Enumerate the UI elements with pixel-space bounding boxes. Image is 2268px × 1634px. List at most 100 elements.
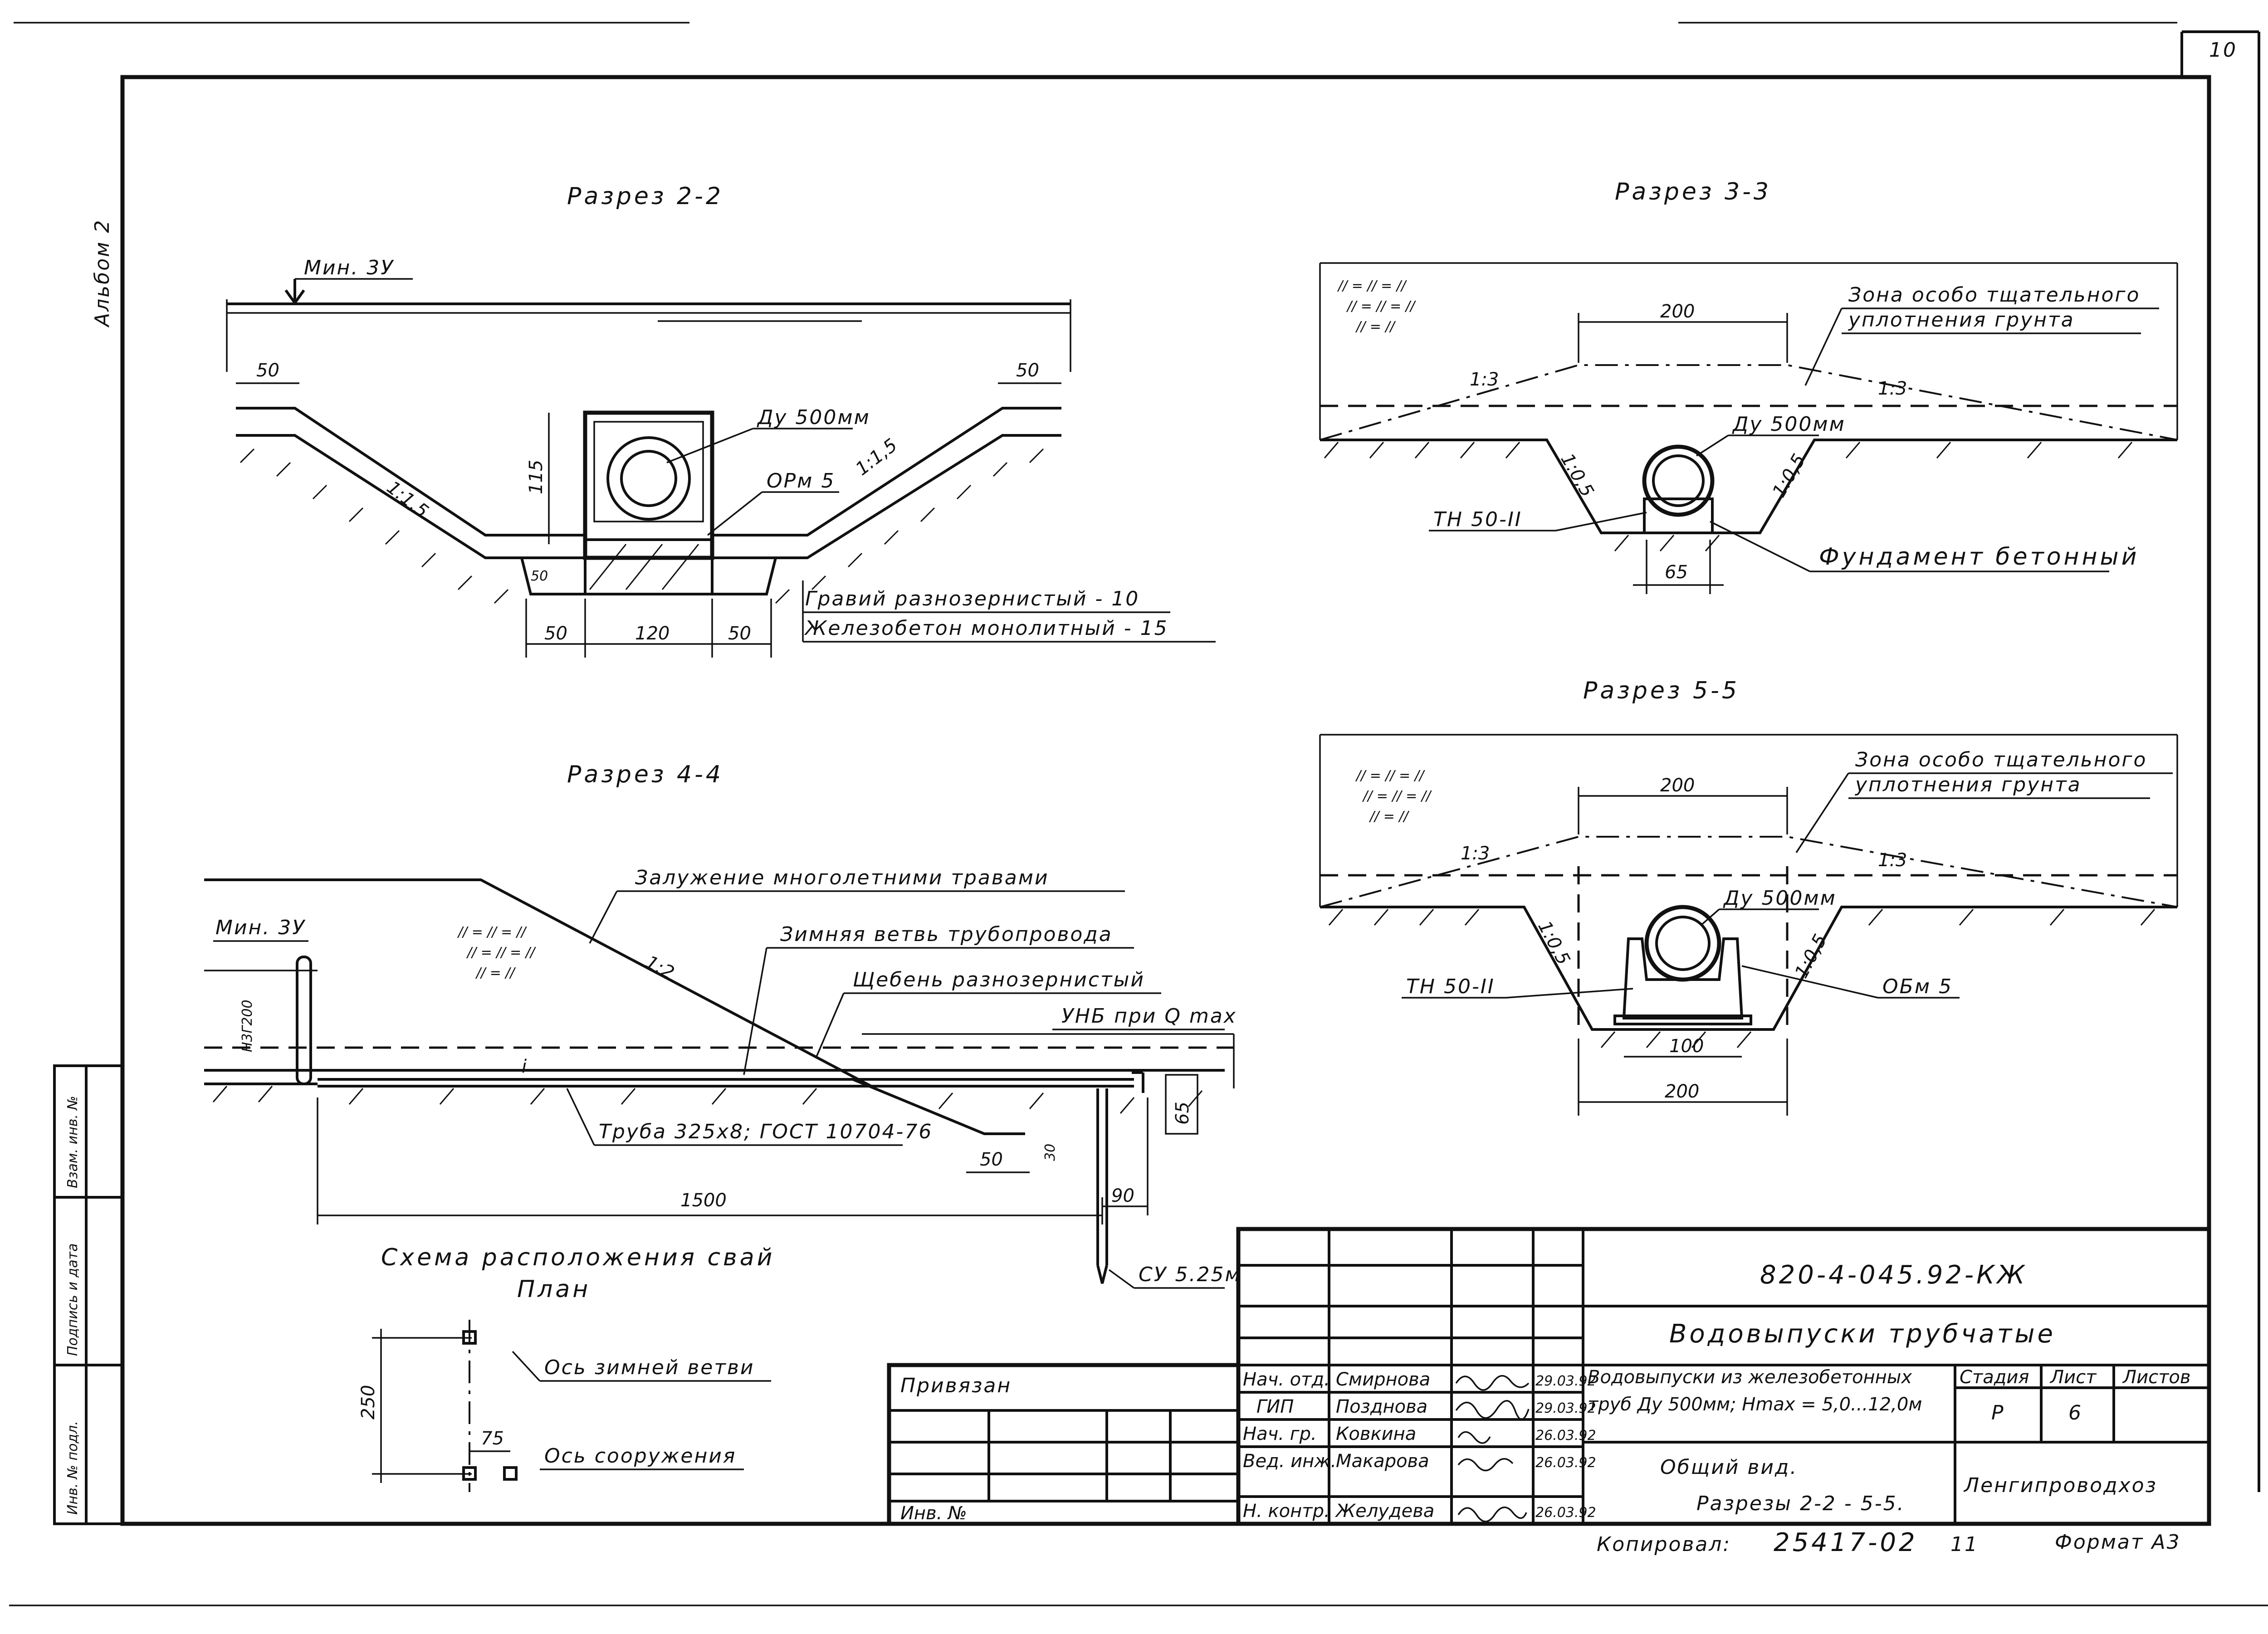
- section-4-4-pile: СУ 5.25м: [1139, 1263, 1242, 1286]
- section-2-2-pipe-diameter: Дy 500мм: [757, 406, 870, 429]
- staff-name: Желудева: [1334, 1501, 1434, 1522]
- section-4-4-dim-90: 90: [1111, 1185, 1134, 1206]
- section-3-3-zone-line-2: уплотнения грунта: [1848, 308, 2075, 332]
- album-label: Альбом 2: [91, 219, 114, 328]
- title-description-2: труб Дy 500мм; Нmax = 5,0...12,0м: [1588, 1394, 1922, 1415]
- title-col-sheet: Лист: [2049, 1367, 2097, 1388]
- pile-scheme-title-1: Схема расположения свай: [381, 1244, 775, 1271]
- section-5-5-slope-trench-left: 1:0,5: [1534, 917, 1574, 968]
- section-4-4-water-level: УНБ при Q max: [1061, 1005, 1237, 1028]
- staff-name: Ковкина: [1336, 1424, 1416, 1444]
- pile-scheme: Схема расположения свай План 250 75 Ось …: [358, 1244, 775, 1492]
- stamp-sign-date: Подпись и дата: [65, 1244, 81, 1356]
- section-3-3-soil-mark-1: // = // = //: [1337, 278, 1407, 294]
- section-4-4-dim-length: 1500: [680, 1190, 727, 1211]
- section-4-4-crushed-stone: Щебень разнозернистый: [853, 968, 1145, 991]
- title-block: 820-4-045.92-КЖ Водовыпуски трубчатые Во…: [1236, 1227, 2211, 1526]
- section-5-5-soil-mark-3: // = //: [1369, 809, 1410, 824]
- section-2-2-min-level: Мин. 3У: [304, 256, 394, 279]
- title-sheet-no: 6: [2068, 1401, 2082, 1424]
- section-4-4-soil-mark-3: // = //: [475, 965, 516, 981]
- stamp-replace-inv: Взам. инв. №: [65, 1096, 81, 1188]
- section-5-5-pipe-diameter: Дy 500мм: [1723, 887, 1837, 910]
- pile-scheme-axis-winter: Ось зимней ветви: [544, 1356, 755, 1379]
- section-5-5-top-width: 200: [1660, 775, 1695, 796]
- section-2-2-dim-left-top: 50: [256, 360, 279, 381]
- title-col-stage: Стадия: [1960, 1367, 2029, 1388]
- section-2-2-layer-2: Железобетон монолитный - 15: [804, 617, 1168, 640]
- section-4-4-soil-mark-2: // = // = //: [466, 945, 536, 961]
- pile-scheme-title-2: План: [517, 1276, 591, 1303]
- section-3-3-slope-right: 1:3: [1878, 378, 1907, 399]
- section-2-2-layer-1: Гравий разнозернистый - 10: [805, 587, 1139, 610]
- section-5-5-zone-line-1: Зона особо тщательного: [1855, 748, 2147, 771]
- title-organization: Ленгипроводхоз: [1963, 1474, 2157, 1497]
- staff-date: 26.03.92: [1535, 1505, 1596, 1521]
- footer-copy-no: 11: [1950, 1533, 1979, 1556]
- section-3-3-support: ТН 50-II: [1433, 508, 1522, 531]
- section-3-3-pipe-diameter: Дy 500мм: [1732, 413, 1846, 436]
- staff-role: Н. контр.: [1243, 1501, 1330, 1522]
- staff-role: Нач. отд.: [1243, 1369, 1330, 1390]
- section-5-5: Разрез 5-5 // = // = // // = // = // // …: [1319, 677, 2178, 1116]
- section-3-3: Разрез 3-3 // = // = // // = // = // // …: [1319, 178, 2178, 594]
- section-3-3-top-width: 200: [1660, 301, 1695, 322]
- section-2-2-mark: ОРм 5: [767, 469, 835, 493]
- section-3-3-base-width: 65: [1665, 562, 1688, 583]
- section-4-4-slope-i: i: [522, 1056, 527, 1077]
- section-3-3-soil-mark-3: // = //: [1355, 319, 1396, 335]
- section-4-4: Разрез 4-4 Залужение многолетними травам…: [204, 761, 1242, 1289]
- section-4-4-winter-branch: Зимняя ветвь трубопровода: [780, 923, 1113, 946]
- section-4-4-pipe: Труба 325х8; ГОСТ 10704-76: [599, 1120, 933, 1143]
- section-5-5-slope-right: 1:3: [1878, 850, 1907, 871]
- title-description-1: Водовыпуски из железобетонных: [1588, 1367, 1912, 1388]
- section-2-2-dim-vertical-small: 50: [531, 568, 548, 584]
- section-4-4-min-level: Мин. 3У: [215, 916, 306, 939]
- footer-copied: Копировал:: [1597, 1533, 1731, 1556]
- title-code: 820-4-045.92-КЖ: [1760, 1260, 2027, 1290]
- section-2-2-dim-right-top: 50: [1016, 360, 1039, 381]
- section-5-5-base-width: 100: [1669, 1036, 1704, 1057]
- section-3-3-slope-left: 1:3: [1470, 369, 1499, 390]
- section-2-2-dim-bottom-mid: 120: [635, 623, 670, 644]
- title-drawing-2: Разрезы 2-2 - 5-5.: [1696, 1492, 1905, 1515]
- footer-order-no: 25417-02: [1774, 1528, 1918, 1557]
- section-4-4-soil-mark-1: // = // = //: [457, 924, 527, 940]
- section-4-4-h-label: Н3Г200: [240, 1000, 255, 1052]
- section-4-4-dim-30: 30: [1042, 1144, 1058, 1161]
- staff-name: Позднова: [1336, 1396, 1427, 1417]
- section-2-2-dim-bottom-left: 50: [544, 623, 567, 644]
- section-3-3-title: Разрез 3-3: [1615, 178, 1771, 205]
- section-2-2-dim-bottom-right: 50: [728, 623, 751, 644]
- pile-scheme-dim-vertical: 250: [358, 1385, 379, 1419]
- footer-format: Формат А3: [2055, 1531, 2181, 1554]
- side-stamp: Инв. № подл. Подпись и дата Взам. инв. №: [53, 1064, 124, 1525]
- staff-date: 29.03.92: [1535, 1373, 1596, 1389]
- section-4-4-grassing: Залужение многолетними травами: [635, 866, 1049, 889]
- section-5-5-title: Разрез 5-5: [1583, 677, 1740, 704]
- title-drawing-1: Общий вид.: [1660, 1456, 1798, 1479]
- section-5-5-soil-mark-2: // = // = //: [1362, 788, 1432, 804]
- section-3-3-foundation: Фундамент бетонный: [1819, 543, 2139, 571]
- section-4-4-title: Разрез 4-4: [567, 761, 723, 788]
- staff-date: 29.03.92: [1535, 1400, 1596, 1416]
- pile-scheme-axis-structure: Ось сооружения: [544, 1444, 736, 1468]
- stamp-inv-orig: Инв. № подл.: [65, 1421, 81, 1515]
- staff-role: Нач. гр.: [1243, 1424, 1317, 1444]
- section-5-5-zone-line-2: уплотнения грунта: [1854, 773, 2082, 796]
- section-2-2-slope-right: 1:1,5: [852, 434, 901, 479]
- title-stage: Р: [1991, 1401, 2005, 1424]
- pile-scheme-dim-horizontal: 75: [481, 1428, 504, 1449]
- staff-name: Смирнова: [1336, 1369, 1430, 1390]
- staff-name: Макарова: [1336, 1451, 1429, 1472]
- binding-inv-no: Инв. №: [900, 1503, 967, 1524]
- binding-tied: Привязан: [900, 1374, 1012, 1397]
- section-5-5-slope-trench-right: 1:0,5: [1791, 931, 1831, 982]
- section-5-5-mark: ОБм 5: [1882, 975, 1953, 998]
- section-5-5-soil-mark-1: // = // = //: [1355, 768, 1425, 784]
- section-2-2: Разрез 2-2 Мин. 3У 50 50: [226, 183, 1216, 658]
- section-5-5-slope-left: 1:3: [1461, 843, 1490, 864]
- staff-role: ГИП: [1256, 1396, 1294, 1417]
- section-3-3-soil-mark-2: // = // = //: [1346, 298, 1416, 314]
